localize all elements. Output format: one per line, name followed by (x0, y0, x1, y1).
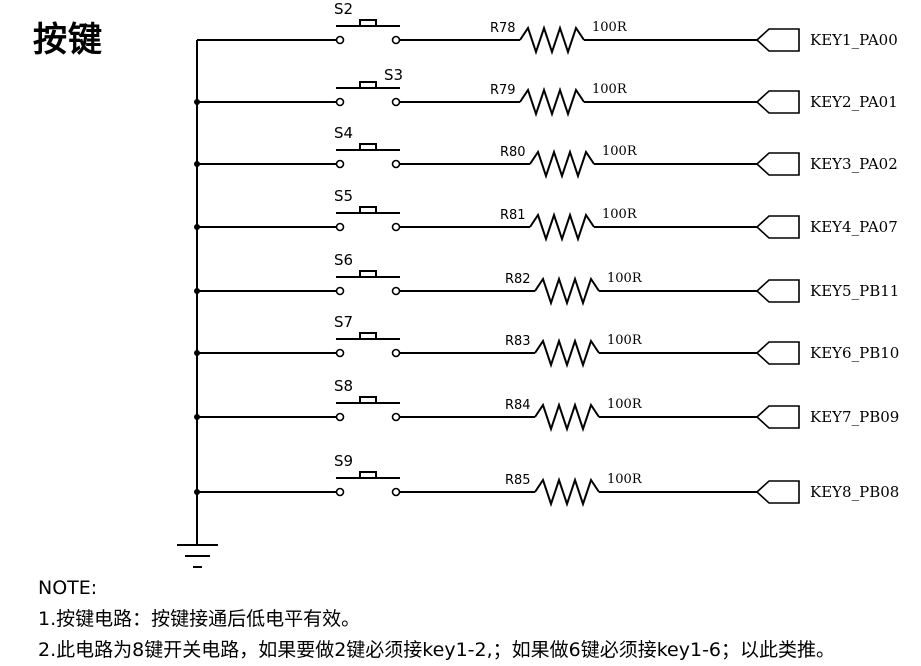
resistor-label: R84 (505, 398, 531, 413)
resistor-zigzag (519, 86, 585, 118)
switch-label: S8 (334, 377, 353, 395)
ground-symbol (177, 544, 218, 568)
net-label: KEY1_PA00 (810, 31, 898, 49)
junction-dot (194, 489, 200, 495)
switch-contact (391, 286, 401, 296)
junction-dot (194, 161, 200, 167)
net-port (755, 152, 800, 176)
switch-contact (335, 412, 345, 422)
switch-button-cap (359, 143, 377, 150)
net-label: KEY7_PB09 (810, 408, 899, 426)
resistor-value: 100R (602, 144, 638, 159)
switch-contact (391, 159, 401, 169)
net-label: KEY2_PA01 (810, 93, 898, 111)
note-line-1: 1.按键电路：按键接通后低电平有效。 (38, 608, 361, 630)
net-port (755, 215, 800, 239)
switch-button-cap (359, 332, 377, 339)
switch-contact (335, 97, 345, 107)
switch-button-cap (359, 206, 377, 213)
resistor-label: R79 (490, 83, 516, 98)
net-port (755, 480, 800, 504)
switch-contact (335, 487, 345, 497)
net-label: KEY5_PB11 (810, 282, 899, 300)
notes-section: NOTE: 1.按键电路：按键接通后低电平有效。 2.此电路为8键开关电路，如果… (38, 573, 835, 666)
page-title: 按键 (33, 20, 103, 60)
resistor-value: 100R (607, 397, 643, 412)
switch-button-cap (359, 471, 377, 478)
switch-contact (335, 286, 345, 296)
switch-contact (335, 159, 345, 169)
switch-label: S5 (334, 187, 353, 205)
notes-heading: NOTE: (38, 577, 98, 599)
junction-dot (194, 99, 200, 105)
resistor-value: 100R (607, 271, 643, 286)
resistor-label: R82 (505, 272, 531, 287)
switch-contact (391, 97, 401, 107)
switch-contact (335, 348, 345, 358)
net-port (755, 90, 800, 114)
net-port (755, 28, 800, 52)
resistor-label: R81 (500, 208, 526, 223)
net-port (755, 341, 800, 365)
net-port (755, 405, 800, 429)
switch-label: S6 (334, 251, 353, 269)
switch-contact (391, 348, 401, 358)
switch-button-cap (359, 270, 377, 277)
resistor-label: R78 (490, 21, 516, 36)
resistor-zigzag (529, 211, 595, 243)
switch-contact (391, 487, 401, 497)
switch-button-cap (359, 396, 377, 403)
net-port (755, 279, 800, 303)
resistor-zigzag (534, 401, 600, 433)
net-label: KEY8_PB08 (810, 483, 899, 501)
net-label: KEY4_PA07 (810, 218, 898, 236)
switch-label: S3 (384, 66, 403, 84)
switch-label: S9 (334, 452, 353, 470)
resistor-label: R83 (505, 334, 531, 349)
junction-dot (194, 414, 200, 420)
junction-dot (194, 224, 200, 230)
resistor-label: R80 (500, 145, 526, 160)
resistor-value: 100R (592, 82, 628, 97)
switch-contact (335, 35, 345, 45)
resistor-value: 100R (607, 472, 643, 487)
switch-contact (391, 222, 401, 232)
switch-contact (391, 35, 401, 45)
net-label: KEY6_PB10 (810, 344, 899, 362)
resistor-zigzag (529, 148, 595, 180)
junction-dot (194, 350, 200, 356)
switch-label: S2 (334, 0, 353, 18)
net-label: KEY3_PA02 (810, 155, 898, 173)
note-line-2: 2.此电路为8键开关电路，如果要做2键必须接key1-2,；如果做6键必须接ke… (38, 639, 836, 661)
resistor-zigzag (534, 476, 600, 508)
switch-contact (335, 222, 345, 232)
resistor-value: 100R (607, 333, 643, 348)
junction-dot (194, 288, 200, 294)
resistor-zigzag (534, 337, 600, 369)
resistor-value: 100R (602, 207, 638, 222)
resistor-label: R85 (505, 473, 531, 488)
switch-label: S7 (334, 313, 353, 331)
switch-button-cap (359, 19, 377, 26)
switch-label: S4 (334, 124, 353, 142)
resistor-zigzag (534, 275, 600, 307)
switch-contact (391, 412, 401, 422)
resistor-value: 100R (592, 20, 628, 35)
switch-button-cap (359, 81, 377, 88)
resistor-zigzag (519, 24, 585, 56)
